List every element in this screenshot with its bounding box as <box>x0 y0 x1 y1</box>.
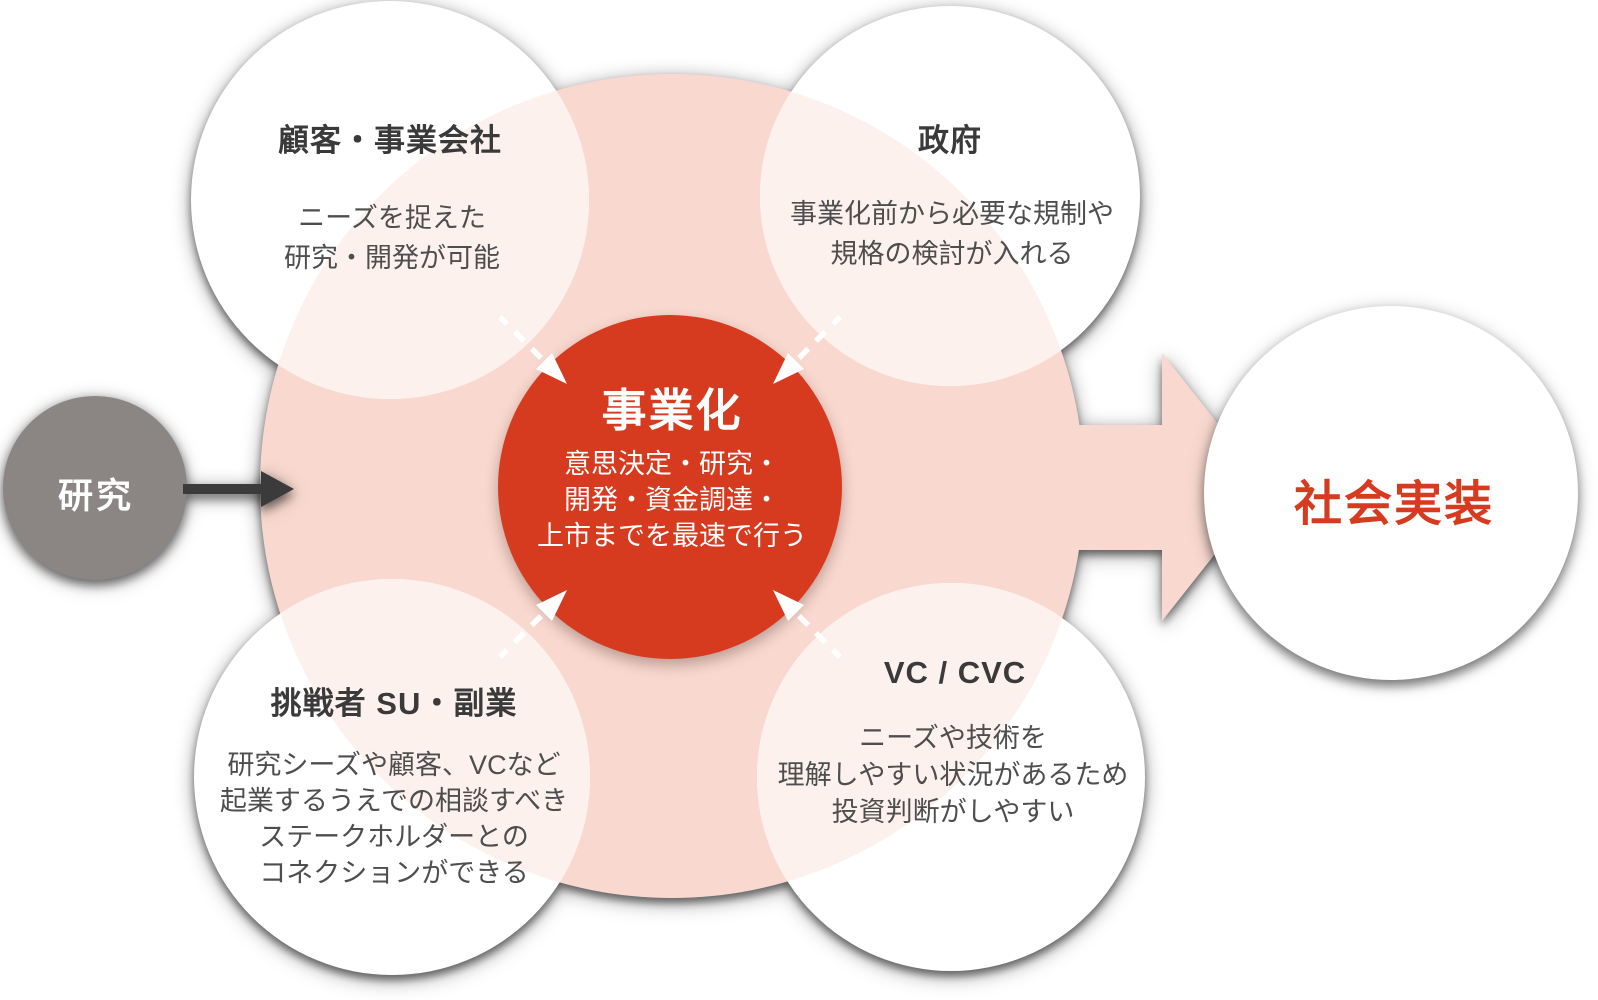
satellite-circle-vc <box>757 583 1145 971</box>
research-arrow-icon <box>183 471 294 507</box>
social-implementation-circle <box>1204 306 1578 680</box>
research-circle <box>3 396 187 580</box>
vc-title: VC / CVC <box>883 655 1027 690</box>
research-label: 研究 <box>57 477 135 516</box>
commercialization-description: 意思決定・研究・開発・資金調達・上市までを最速で行う <box>537 449 807 551</box>
vc-description: ニーズや技術を理解しやすい状況があるため投資判断がしやすい <box>777 723 1129 827</box>
customers-title: 顧客・事業会社 <box>278 123 502 158</box>
social-implementation-label: 社会実装 <box>1293 478 1495 531</box>
government-title: 政府 <box>918 123 982 158</box>
government-description: 事業化前から必要な規制や規格の検討が入れる <box>790 199 1114 269</box>
challengers-title: 挑戦者 SU・副業 <box>270 686 518 721</box>
commercialization-title: 事業化 <box>601 385 743 436</box>
customers-description: ニーズを捉えた研究・開発が可能 <box>284 203 500 273</box>
challengers-description: 研究シーズや顧客、VCなど起業するうえでの相談すべきステークホルダーとのコネクシ… <box>219 750 569 888</box>
